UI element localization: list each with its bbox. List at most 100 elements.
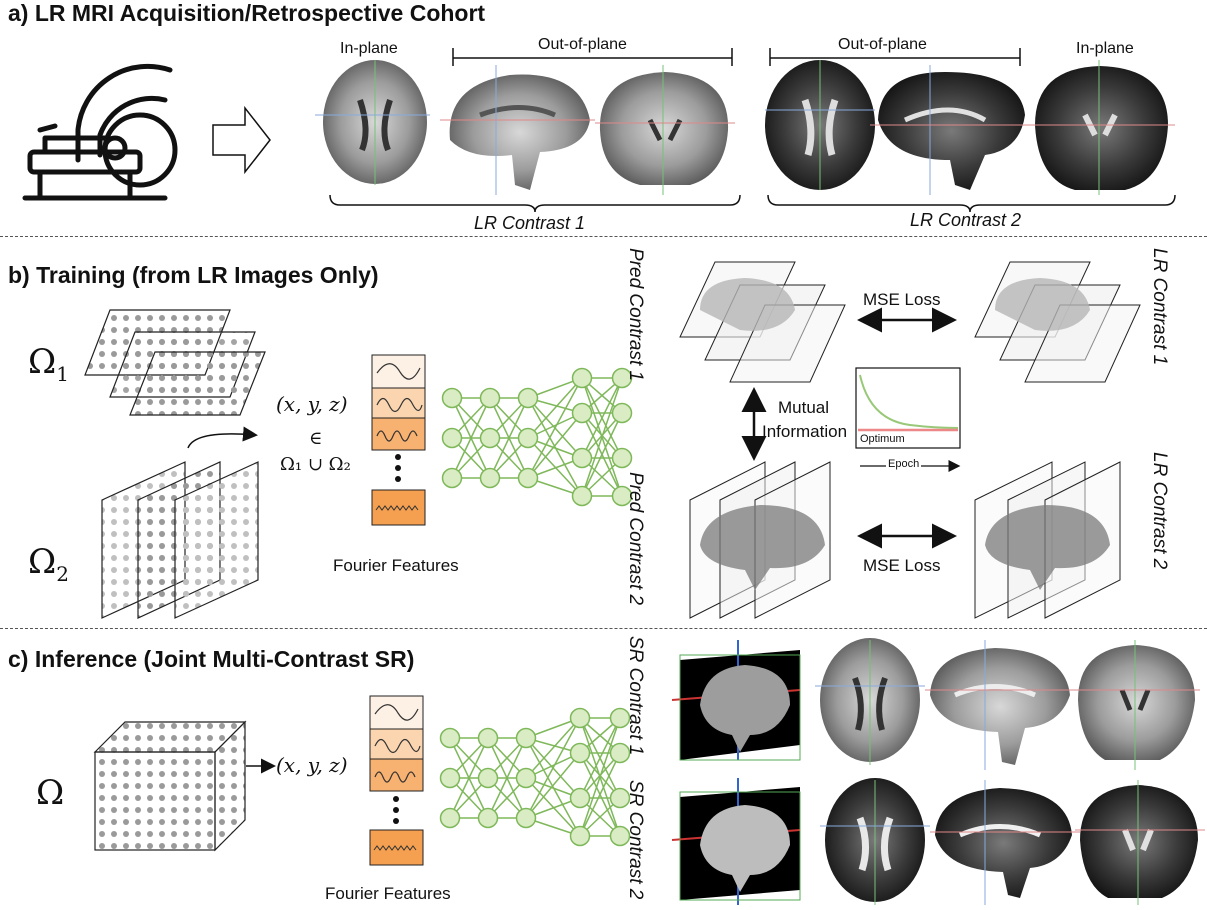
mlp-network-b [441,367,633,507]
network-node [479,427,501,449]
fourier-features-b [371,354,426,526]
network-edge [581,412,623,497]
network-edge [449,737,489,819]
mse-loss-top-label: MSE Loss [863,290,941,309]
optimum-label: Optimum [860,433,905,445]
network-node [569,707,591,729]
network-node [609,787,631,809]
omega2-planes [101,461,259,619]
lr-contrast2-stack [974,461,1121,619]
contrast1-out-of-plane-label: Out-of-plane [538,36,627,53]
network-edge [527,377,583,439]
sr-contrast2-label: SR Contrast 2 [625,780,646,900]
mutual-info-label-2: Information [762,422,848,441]
network-node [439,727,461,749]
network-node [517,387,539,409]
section-c-title: c) Inference (Joint Multi-Contrast SR) [8,646,415,672]
sr-contrast1-volume [671,640,801,761]
mse-loss-bottom-label: MSE Loss [863,556,941,575]
sr-contrast1-axial [815,638,925,765]
omega1-symbol: Ω1 [28,342,69,386]
divider-ab [0,236,1207,237]
network-edge [527,377,583,479]
sr-contrast1-sagittal [925,640,1075,770]
network-edge [487,737,527,819]
network-node [515,767,537,789]
sr-contrast2-coronal [1075,780,1205,905]
network-node [441,387,463,409]
lr-contrast2-vertical-label: LR Contrast 2 [1149,452,1170,570]
divider-bc [0,628,1207,629]
network-edge [525,737,581,837]
network-edge [525,717,581,779]
lr-contrast2-coronal [1030,60,1175,195]
network-node [569,825,591,847]
fourier-features-c [369,695,424,866]
network-edge [525,777,581,837]
union-domain: Ω₁ ∪ Ω₂ [280,454,351,475]
mutual-info-label-1: Mutual [778,398,830,417]
network-node [477,807,499,829]
mri-scanner-icon [22,63,178,201]
network-node [569,742,591,764]
lr-contrast2-sagittal [870,65,1030,195]
network-edge [527,397,583,497]
element-of-symbol: ∈ [309,428,323,449]
section-a-title: a) LR MRI Acquisition/Retrospective Coho… [8,0,486,26]
network-node [571,367,593,389]
lr-contrast2-label: LR Contrast 2 [910,210,1022,230]
network-edge [451,397,491,479]
network-node [609,742,631,764]
mutual-info-plot [855,367,961,449]
network-edge [579,717,621,799]
section-b-title: b) Training (from LR Images Only) [8,262,379,288]
network-node [611,447,633,469]
lr-contrast1-label: LR Contrast 1 [474,213,586,233]
pred-contrast1-stack [679,261,846,383]
coords-c: (x, y, z) [276,753,348,777]
hollow-arrow-icon [212,105,271,175]
sr-contrast2-sagittal [930,780,1080,905]
network-node [609,825,631,847]
network-node [569,787,591,809]
network-edge [579,717,621,837]
lr-contrast2-axial [765,60,875,190]
network-node [517,427,539,449]
lr-contrast1-coronal [595,65,735,195]
network-node [439,767,461,789]
mlp-network-c [439,707,631,847]
network-edge [527,412,583,479]
contrast2-in-plane-label: In-plane [1076,40,1134,57]
contrast1-in-plane-label: In-plane [340,40,398,57]
network-edge [525,752,581,819]
network-edge [579,752,621,837]
network-node [571,447,593,469]
network-node [441,427,463,449]
network-edge [489,397,529,479]
network-node [611,402,633,424]
contrast2-out-of-plane-label: Out-of-plane [838,36,927,53]
network-node [611,485,633,507]
network-node [479,467,501,489]
pred-contrast1-label: Pred Contrast 1 [625,248,646,382]
network-node [571,485,593,507]
pred-contrast2-label: Pred Contrast 2 [625,472,646,606]
network-node [571,402,593,424]
network-node [477,727,499,749]
network-edge [581,377,623,497]
network-node [517,467,539,489]
input-cube [93,720,247,852]
lr-contrast1-vertical-label: LR Contrast 1 [1149,248,1170,366]
omega2-symbol: Ω2 [28,542,69,586]
sr-contrast2-volume [671,778,801,905]
network-node [439,807,461,829]
lr-contrast1-axial [315,60,430,185]
network-edge [527,437,583,497]
fourier-features-label-c: Fourier Features [325,884,451,903]
network-node [515,727,537,749]
network-node [611,367,633,389]
sr-contrast2-axial [820,778,930,905]
network-node [477,767,499,789]
omega-symbol-c: Ω [36,773,65,813]
